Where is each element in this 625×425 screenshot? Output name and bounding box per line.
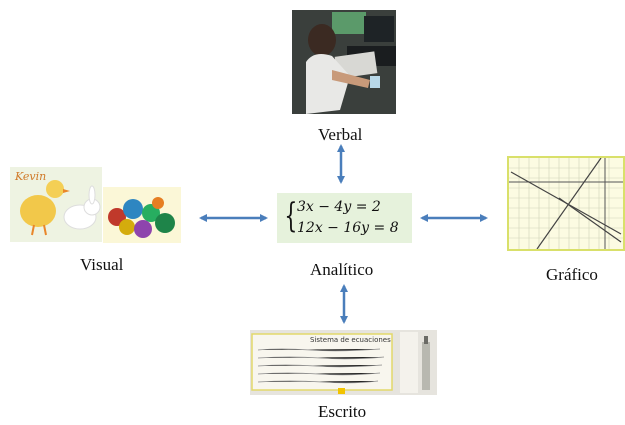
written-image-title: Sistema de ecuaciones <box>310 336 391 344</box>
equation-line-1: 3x − 4y = 2 <box>297 199 381 215</box>
label-grafico: Gráfico <box>546 265 598 284</box>
label-escrito: Escrito <box>318 402 367 421</box>
equation-line-2: 12x − 16y = 8 <box>297 220 399 236</box>
equation-system-box: { 3x − 4y = 2 12x − 16y = 8 <box>277 193 412 243</box>
label-visual: Visual <box>80 255 124 274</box>
visual-marbles-image <box>103 187 181 243</box>
label-analitico: Analítico <box>310 260 374 279</box>
brace-icon: { <box>284 196 298 236</box>
visual-animals-image: Kevin <box>10 167 102 242</box>
visual-image-caption: Kevin <box>15 170 47 183</box>
verbal-photo <box>292 10 396 114</box>
escrito-image: Sistema de ecuaciones <box>250 330 437 395</box>
grafico-image <box>507 156 625 251</box>
label-verbal: Verbal <box>318 125 363 144</box>
